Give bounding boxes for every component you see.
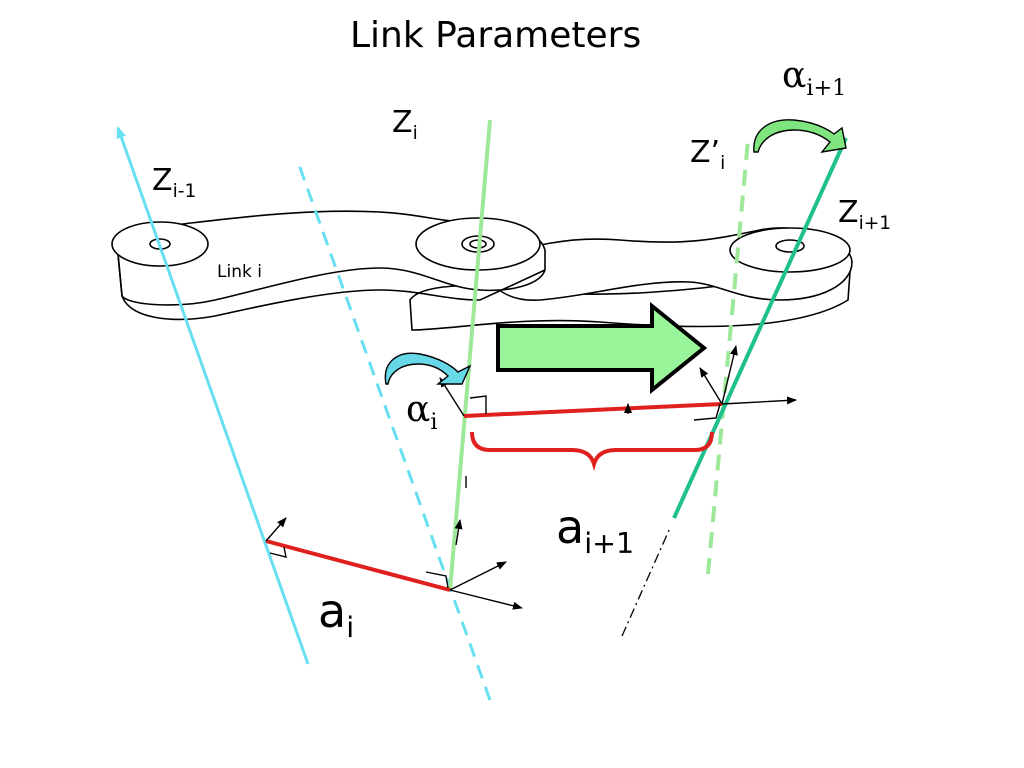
a-i-label: ai <box>318 588 354 642</box>
a-i-label-sub: i <box>346 610 355 644</box>
common-normal-a-i <box>265 539 451 592</box>
z-prev-axis <box>116 126 310 665</box>
z-prime-label-sub: i <box>720 152 726 174</box>
z-prev-label: Zi-1 <box>152 163 196 201</box>
z-next-label-base: Z <box>838 195 859 230</box>
a-next-label-sub: i+1 <box>584 526 635 560</box>
alpha-next-label-sub: i+1 <box>806 74 847 101</box>
link-i-label: Link i <box>217 262 262 282</box>
common-normal-a-next <box>463 402 723 418</box>
alpha-next-rotation-arrow <box>753 119 847 153</box>
z-next-label: Zi+1 <box>838 195 891 233</box>
z-prime-label: Z’i <box>690 135 725 173</box>
z-prev-label-sub: i-1 <box>172 180 197 202</box>
z-prev-parallel-dashed <box>296 161 492 701</box>
alpha-i-label-base: α <box>406 389 431 430</box>
a-next-label-base: a <box>556 500 585 554</box>
alpha-next-label-base: α <box>782 55 807 96</box>
translation-arrow <box>496 301 708 395</box>
z-i-label-base: Z <box>392 105 413 140</box>
frame-arrows <box>265 345 797 610</box>
alpha-i-label: αi <box>406 389 437 433</box>
z-prev-label-base: Z <box>152 163 173 198</box>
z-next-axis <box>672 137 848 519</box>
alpha-next-label: αi+1 <box>782 55 846 99</box>
alpha-i-label-sub: i <box>430 408 438 435</box>
z-i-label-sub: i <box>412 122 418 144</box>
a-i-label-base: a <box>318 584 347 638</box>
a-next-brace <box>470 431 714 472</box>
a-next-label: ai+1 <box>556 504 634 558</box>
z-i-axis <box>448 119 492 591</box>
alpha-i-rotation-arrow <box>384 352 472 385</box>
z-prime-label-base: Z’ <box>690 135 721 170</box>
z-prime-axis <box>706 139 750 575</box>
diagram-title: Link Parameters <box>350 15 642 56</box>
z-i-label: Zi <box>392 105 418 143</box>
z-next-label-sub: i+1 <box>858 212 892 234</box>
